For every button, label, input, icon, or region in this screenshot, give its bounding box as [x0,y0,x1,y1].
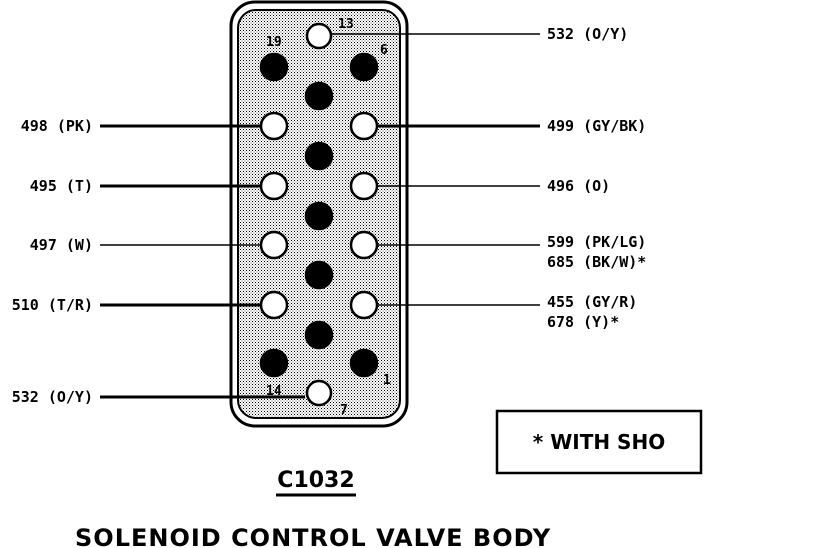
pin-number: 19 [266,35,282,50]
pin-open [305,379,333,407]
pin-open [349,171,379,201]
left-wire-lines [100,124,305,399]
pin-open [305,22,333,50]
diagram-title: SOLENOID CONTROL VALVE BODY [75,524,551,548]
wire-label: 497 (W) [30,236,93,254]
connector-id-text: C1032 [277,468,354,493]
pin-number: 13 [338,17,354,32]
wire-label: 455 (GY/R) [547,293,637,311]
pin-filled [304,201,334,231]
pin-filled [304,320,334,350]
wire-label: 496 (O) [547,177,610,195]
pin-open [259,171,289,201]
wire-label: 532 (O/Y) [12,388,93,406]
wire-label: 599 (PK/LG) [547,233,646,251]
wire-label: 499 (GY/BK) [547,117,646,135]
pin-filled [259,348,289,378]
pin-open [259,230,289,260]
pin-number: 14 [266,384,282,399]
note-box: * WITH SHO [495,409,703,475]
left-wire-labels: 498 (PK) 495 (T) 497 (W) 510 (T/R) 532 (… [12,117,93,406]
wire-label: 532 (O/Y) [547,25,628,43]
right-wire-lines [330,33,540,306]
pin-open [259,290,289,320]
pin-filled [304,260,334,290]
pin-filled [259,52,289,82]
pin-filled [304,81,334,111]
pin-number: 6 [380,43,388,58]
wire-label: 678 (Y)* [547,313,619,331]
pin-open [349,111,379,141]
wire-label: 498 (PK) [21,117,93,135]
pin-cavities [259,22,379,407]
pin-open [349,290,379,320]
pin-number: 1 [383,373,391,388]
right-wire-labels: 532 (O/Y) 499 (GY/BK) 496 (O) 599 (PK/LG… [547,25,646,331]
pin-open [349,230,379,260]
wire-label: 495 (T) [30,177,93,195]
connector-id: C1032 [276,468,356,497]
note-text: * WITH SHO [533,430,665,454]
pin-filled [349,348,379,378]
pin-number-labels: 13 19 6 14 7 1 [266,17,391,418]
pin-open [259,111,289,141]
pin-filled [349,52,379,82]
pin-filled [304,141,334,171]
pin-number: 7 [340,403,348,418]
wire-label: 510 (T/R) [12,296,93,314]
wire-label: 685 (BK/W)* [547,253,646,271]
